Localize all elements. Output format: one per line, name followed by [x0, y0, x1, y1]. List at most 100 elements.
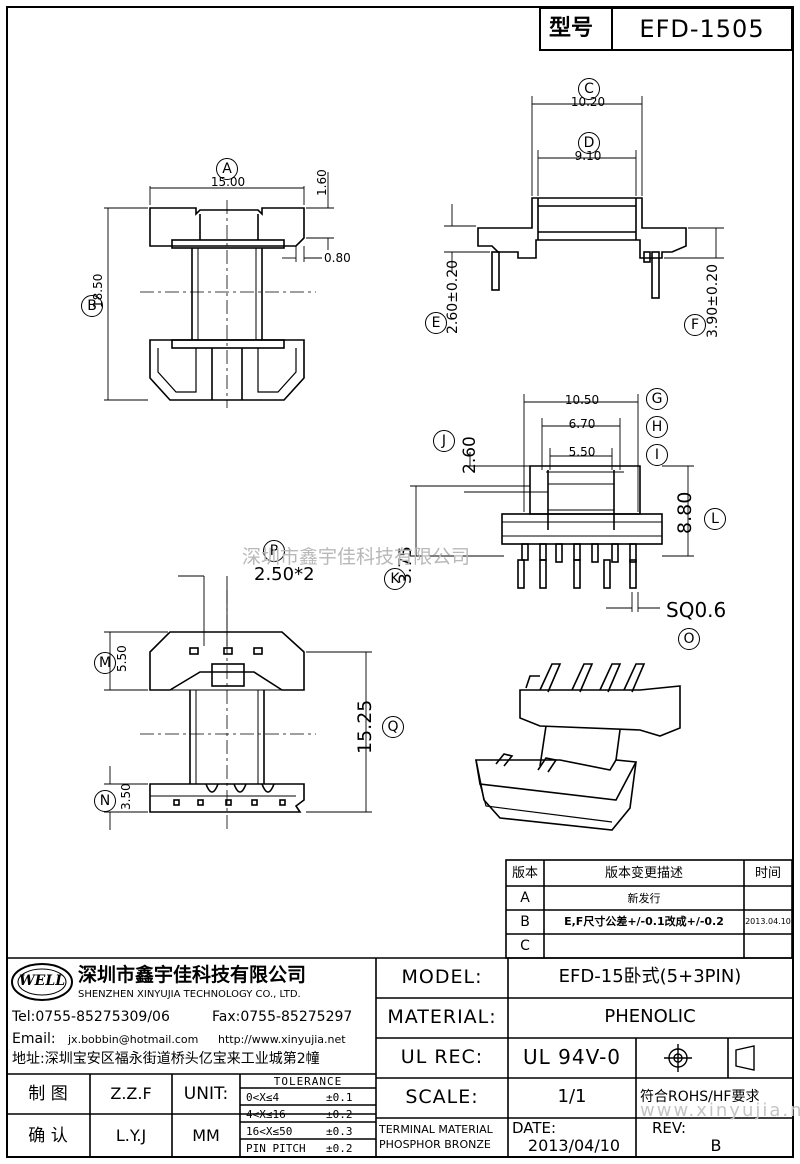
- spec-terminal-line2: PHOSPHOR BRONZE: [379, 1138, 491, 1151]
- unit-value: MM: [192, 1126, 220, 1145]
- tolerance-value-3: ±0.3: [326, 1125, 353, 1138]
- dim-value-m: 5.50: [115, 645, 129, 672]
- checked-by-value: L.Y.J: [115, 1126, 147, 1145]
- unit-label: UNIT:: [183, 1084, 229, 1104]
- drawn-by-value: Z.Z.F: [110, 1084, 152, 1103]
- dim-value-h: 6.70: [568, 417, 596, 431]
- dim-value-q: 15.25: [354, 699, 376, 754]
- spec-rev-value: B: [710, 1136, 722, 1155]
- centerlines-bottom-left: [140, 590, 316, 830]
- drawn-by-label: 制 图: [28, 1084, 68, 1104]
- spec-rev-label: REV:: [652, 1119, 686, 1137]
- rev-header-version: 版本: [511, 866, 539, 881]
- company-address: 地址:深圳宝安区福永街道桥头亿宝来工业城第2幢: [12, 1051, 320, 1067]
- rev-row-b-desc: E,F尺寸公差+/-0.1改成+/-0.2: [564, 915, 724, 928]
- dims-mid-right: [410, 394, 694, 612]
- dim-tag-e: E: [425, 312, 447, 334]
- spec-material-label: MATERIAL:: [387, 1006, 497, 1028]
- dim-value-c: 10.20: [570, 95, 606, 109]
- spec-terminal-line1: TERMINAL MATERIAL: [379, 1123, 493, 1136]
- tolerance-value-2: ±0.2: [326, 1108, 353, 1121]
- company-email-label: Email:: [12, 1031, 56, 1047]
- dims-top-left: [104, 172, 334, 401]
- model-code-value: EFD-1505: [639, 15, 765, 43]
- view-isometric: [475, 663, 681, 831]
- dim-tag-h: H: [646, 416, 668, 438]
- view-top-right: [477, 197, 687, 299]
- dim-value-e: 2.60±0.20: [445, 259, 461, 334]
- spec-material-value: PHENOLIC: [604, 1006, 696, 1027]
- dim-value-f: 3.90±0.20: [705, 263, 721, 338]
- dim-value-b: 18.50: [91, 273, 105, 308]
- company-logo-text: WELL: [18, 973, 66, 989]
- dim-tag-p: P: [263, 540, 285, 562]
- dim-tag-f: F: [684, 314, 706, 336]
- company-logo-icon: [11, 963, 73, 1001]
- dim-tag-a: A: [216, 158, 238, 180]
- company-web: http://www.xinyujia.net: [218, 1033, 346, 1046]
- dim-value-l: 8.80: [674, 491, 696, 534]
- dim-value-1-60: 1.60: [315, 169, 329, 196]
- rev-row-a-desc: 新发行: [627, 892, 661, 905]
- dim-tag-k: K: [384, 568, 406, 590]
- rev-header-desc: 版本变更描述: [604, 866, 684, 881]
- spec-scale-label: SCALE:: [405, 1086, 479, 1108]
- title-block-grid: [7, 957, 793, 1157]
- dim-tag-q: Q: [382, 716, 404, 738]
- dim-tag-m: M: [94, 652, 116, 674]
- dim-tag-d: D: [578, 132, 600, 154]
- checked-by-label: 确 认: [28, 1126, 68, 1146]
- dim-tag-b: B: [81, 295, 103, 317]
- dim-tag-n: N: [94, 790, 116, 812]
- dim-tag-j: J: [433, 430, 455, 452]
- model-code-label: 型号: [549, 16, 594, 41]
- rev-row-b-date: 2013.04.10: [745, 917, 791, 926]
- spec-scale-value: 1/1: [557, 1086, 587, 1107]
- company-tel: Tel:0755-85275309/06: [12, 1009, 170, 1025]
- dim-tag-i: I: [646, 444, 668, 466]
- dim-tag-c: C: [578, 78, 600, 100]
- company-name-en: SHENZHEN XINYUJIA TECHNOLOGY CO., LTD.: [78, 989, 301, 1000]
- centerlines-top-left: [140, 200, 316, 408]
- dim-value-0-80: 0.80: [324, 251, 351, 265]
- tolerance-range-2: 4<X≤16: [246, 1108, 286, 1121]
- view-bottom-left: [149, 631, 305, 813]
- dims-top-right: [444, 96, 724, 272]
- tolerance-range-1: 0<X≤4: [246, 1091, 280, 1104]
- spec-ulrec-value: UL 94V-0: [522, 1045, 622, 1069]
- company-fax: Fax:0755-85275297: [212, 1009, 353, 1025]
- dim-value-a: 15.00: [210, 175, 246, 189]
- header-box: [539, 7, 793, 51]
- view-top-left: [149, 207, 305, 401]
- dim-value-p: 2.50*2: [254, 564, 315, 585]
- rev-header-date: 时间: [754, 866, 782, 881]
- spec-model-label: MODEL:: [401, 966, 483, 988]
- tolerance-value-1: ±0.1: [326, 1091, 353, 1104]
- dim-value-d: 9.10: [574, 149, 602, 163]
- dim-value-n: 3.50: [119, 783, 133, 810]
- dim-tag-g: G: [646, 388, 668, 410]
- company-email: jx.bobbin@hotmail.com: [68, 1033, 199, 1046]
- tolerance-title: TOLERANCE: [273, 1075, 343, 1088]
- dim-value-i: 5.50: [568, 445, 596, 459]
- projection-symbol-icon: [664, 1044, 755, 1072]
- dim-value-o: SQ0.6: [666, 598, 727, 622]
- spec-date-label: DATE:: [512, 1119, 557, 1137]
- spec-ulrec-label: UL REC:: [400, 1046, 484, 1068]
- rev-row-a-version: A: [520, 890, 530, 906]
- company-name-cn: 深圳市鑫宇佳科技有限公司: [78, 964, 307, 986]
- spec-date-value: 2013/04/10: [527, 1136, 621, 1155]
- tolerance-value-4: ±0.2: [326, 1142, 353, 1155]
- spec-model-value: EFD-15卧式(5+3PIN): [558, 966, 742, 987]
- tolerance-range-4: PIN PITCH: [246, 1142, 306, 1155]
- dim-tag-o: O: [678, 628, 700, 650]
- rev-row-b-version: B: [520, 914, 530, 930]
- dim-tag-l: L: [704, 508, 726, 530]
- tolerance-range-3: 16<X≤50: [246, 1125, 293, 1138]
- watermark-url: www.xinyujia.net: [640, 1100, 800, 1121]
- spec-rohs: 符合ROHS/HF要求: [640, 1089, 760, 1105]
- view-mid-right: [501, 465, 663, 589]
- rev-row-c-version: C: [520, 938, 530, 954]
